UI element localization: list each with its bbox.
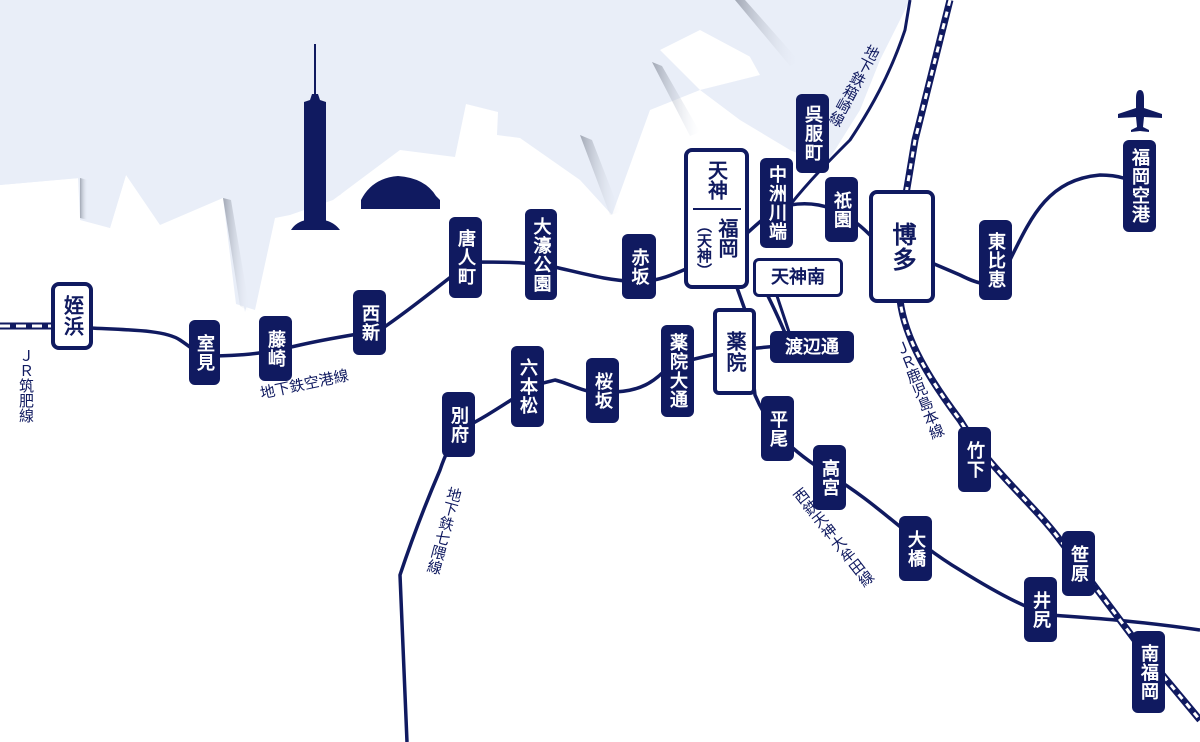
station-fujisaki[interactable]: 藤崎 [259,316,292,381]
pier-shadow [735,0,800,66]
airplane-icon [1118,90,1162,132]
station-watanabe-dori[interactable]: 渡辺通 [770,331,854,363]
pier-shadow [80,178,88,220]
jr-chikuhi-line-label: ＪＲ筑肥線 [17,348,35,423]
station-gion[interactable]: 祇園 [825,177,858,242]
station-ohashi[interactable]: 大橋 [899,516,932,581]
station-akasaka[interactable]: 赤坂 [622,234,656,299]
station-minami-fukuoka[interactable]: 南福岡 [1132,631,1165,713]
station-tojinmachi[interactable]: 唐人町 [449,217,482,298]
station-higashi-hie[interactable]: 東比恵 [979,220,1012,300]
pier-shadow [580,135,620,215]
tower-icon [291,44,340,230]
station-sasabaru[interactable]: 笹原 [1062,531,1095,596]
hakozaki-line-track [788,0,912,206]
dome-icon [361,176,440,209]
station-ijiri[interactable]: 井尻 [1024,577,1057,642]
station-meinohama[interactable]: 姪浜 [51,282,93,350]
station-fukuoka-tenjin: 福岡 （天神） [695,217,739,278]
station-nakasu-kawabata[interactable]: 中洲川端 [760,158,793,248]
station-tenjin-minami[interactable]: 天神南 [753,258,843,297]
station-takamiya[interactable]: 高宮 [813,445,846,510]
pier-shadow [223,198,250,312]
station-fukuoka-airport[interactable]: 福岡空港 [1123,140,1156,232]
station-hakata[interactable]: 博多 [869,190,935,303]
station-fukuoka-tenjin-sub: （天神） [695,217,713,278]
station-gofukumachi[interactable]: 呉服町 [796,94,829,173]
pier-shadow [652,62,700,136]
station-fukuoka-tenjin-name: 福岡 [715,217,739,258]
station-ropponmatsu[interactable]: 六本松 [511,346,544,427]
station-sakurazaka[interactable]: 桜坂 [586,358,619,423]
station-ohorikoen[interactable]: 大濠公園 [525,209,557,300]
station-tenjin-name: 天神 [704,159,729,200]
station-yakuin[interactable]: 薬院 [713,308,756,395]
station-muromi[interactable]: 室見 [189,320,220,385]
station-yakuin-odori[interactable]: 薬院大通 [661,325,694,417]
station-nishijin[interactable]: 西新 [353,290,386,355]
station-hirao[interactable]: 平尾 [761,396,794,461]
station-takeshita[interactable]: 竹下 [958,427,991,492]
station-tenjin[interactable]: 天神 福岡 （天神） [684,148,749,289]
station-divider [692,207,741,210]
jr-kagoshima-line-track [896,0,1200,723]
sea-body [0,0,815,310]
station-beppu[interactable]: 別府 [442,392,475,457]
